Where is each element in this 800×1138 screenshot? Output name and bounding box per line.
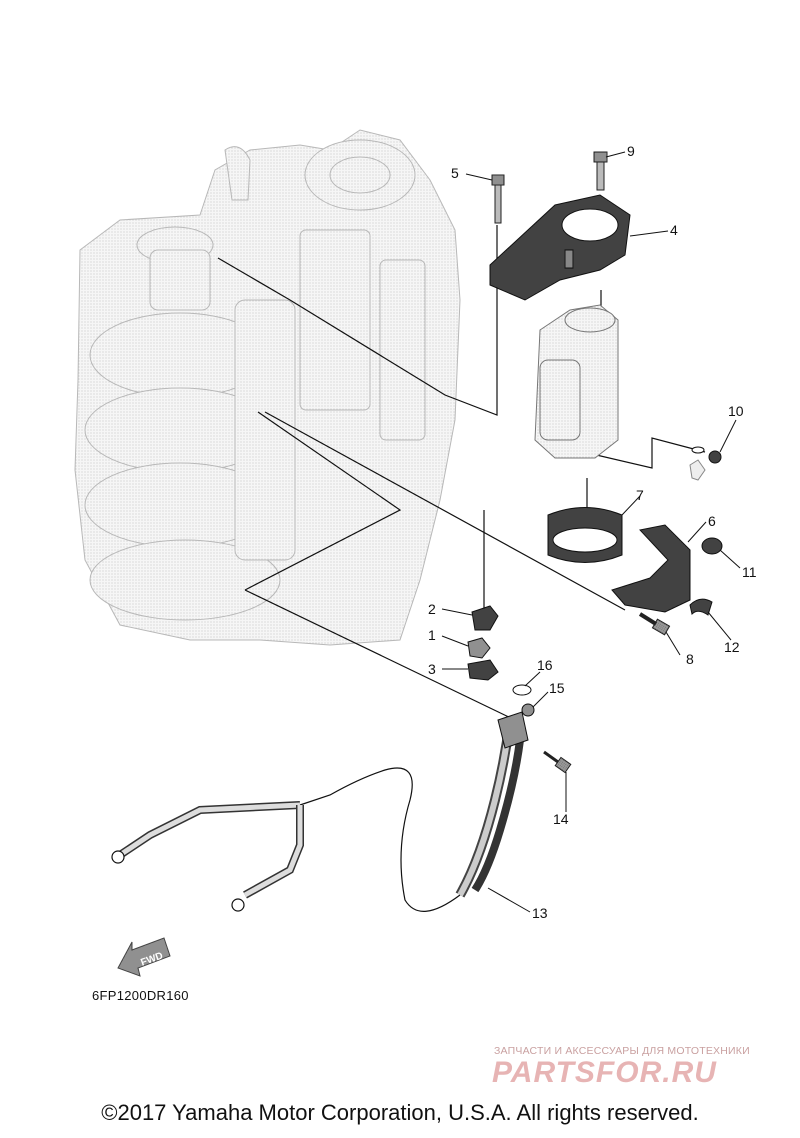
- callout-3: 3: [428, 661, 436, 677]
- callout-12: 12: [724, 639, 740, 655]
- callout-11: 11: [742, 564, 757, 580]
- part-code: 6FP1200DR160: [92, 988, 189, 1003]
- bracket-6: [611, 524, 691, 613]
- nut-15: [521, 703, 535, 717]
- callout-14: 14: [553, 811, 569, 827]
- bolt-8: [638, 612, 671, 636]
- watermark-tagline: ЗАПЧАСТИ И АКСЕССУАРЫ ДЛЯ МОТОТЕХНИКИ: [494, 1045, 750, 1057]
- bracket-4: [489, 194, 631, 301]
- callout-1: 1: [428, 627, 436, 643]
- screw-10: [689, 446, 722, 481]
- callout-5: 5: [451, 165, 459, 181]
- leader-lines: [217, 225, 706, 721]
- clip-12: [689, 598, 713, 616]
- callout-13: 13: [532, 905, 548, 921]
- callout-leaders: [441, 151, 741, 913]
- callout-10: 10: [728, 403, 744, 419]
- wire-harness-13: [111, 711, 529, 912]
- callout-15: 15: [549, 680, 565, 696]
- clamp-11: [701, 537, 723, 555]
- bolt-14: [543, 750, 572, 774]
- bolt-9: [593, 151, 608, 191]
- callout-7: 7: [636, 487, 644, 503]
- callout-8: 8: [686, 651, 694, 667]
- callout-16: 16: [537, 657, 553, 673]
- bolt-5: [491, 174, 505, 224]
- callout-4: 4: [670, 222, 678, 238]
- callout-2: 2: [428, 601, 436, 617]
- nut-2: [471, 605, 499, 631]
- starter-motor: [534, 304, 619, 459]
- grommet-3: [467, 659, 499, 681]
- washer-16: [512, 684, 532, 696]
- copyright-notice: ©2017 Yamaha Motor Corporation, U.S.A. A…: [101, 1100, 699, 1125]
- nut-1: [467, 637, 491, 659]
- watermark-logo: PARTSFOR.RU: [492, 1056, 717, 1089]
- band-7: [547, 507, 623, 563]
- engine-block: [74, 129, 461, 646]
- callout-6: 6: [708, 513, 716, 529]
- callout-9: 9: [627, 143, 635, 159]
- left-pointing-arrow-icon: FWD: [117, 937, 171, 977]
